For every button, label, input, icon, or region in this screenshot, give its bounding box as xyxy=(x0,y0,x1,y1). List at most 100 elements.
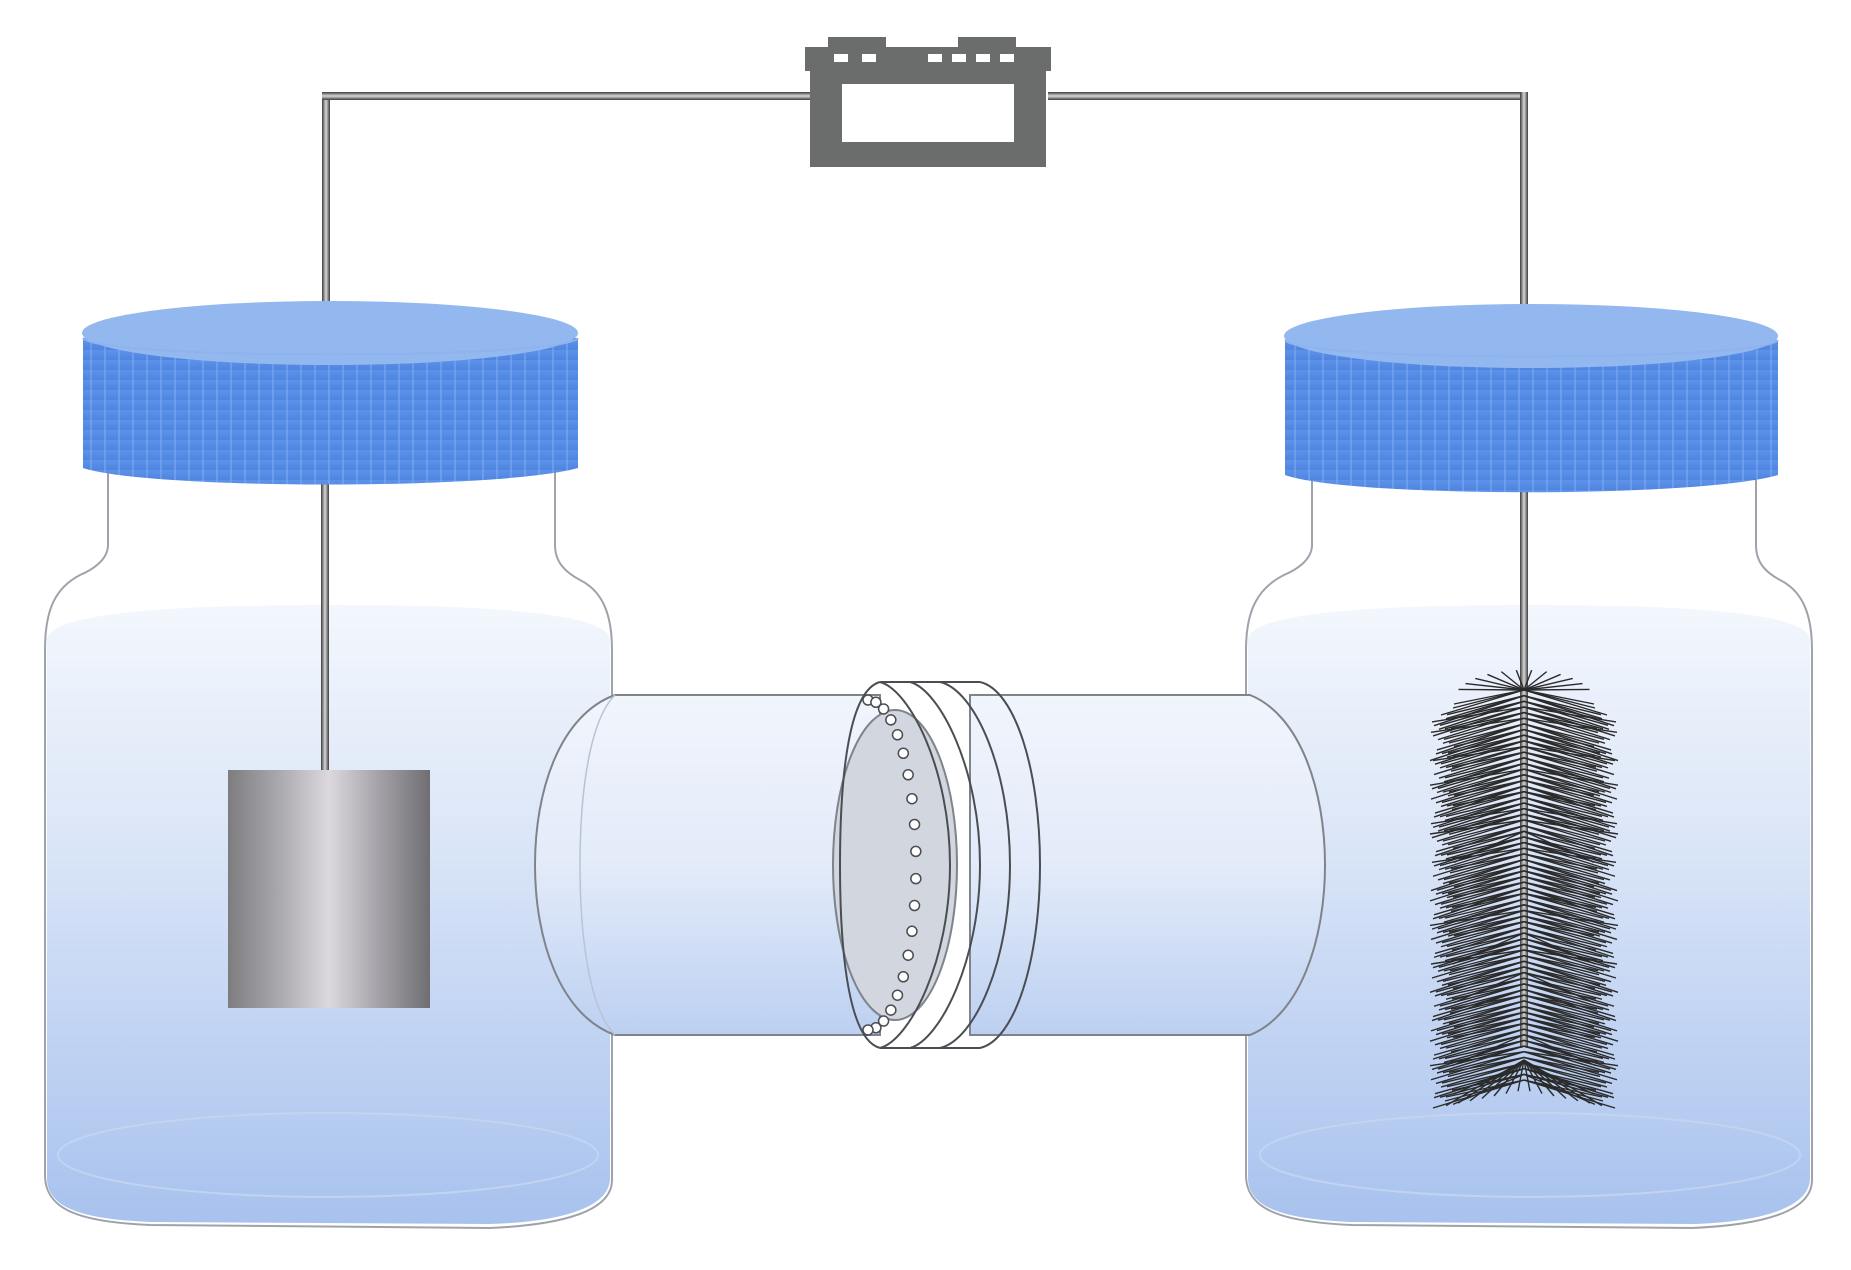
brush-bristle xyxy=(1523,881,1596,898)
brush-bristle xyxy=(1445,977,1525,1000)
brush-bristle xyxy=(1487,673,1525,691)
brush-bristle xyxy=(1439,1022,1525,1050)
brush-bristle xyxy=(1475,677,1525,691)
brush-bristle xyxy=(1435,864,1525,895)
bolt-hole xyxy=(885,714,897,726)
bolt-hole xyxy=(897,747,910,759)
brush-bristle xyxy=(1523,768,1606,793)
brush-bristle xyxy=(1451,841,1525,860)
brush-bristle xyxy=(1523,791,1597,811)
brush-bristle xyxy=(1523,1051,1606,1074)
brush-bristle xyxy=(1431,988,1525,1022)
brush-bristle xyxy=(1523,824,1614,857)
brush-bristle xyxy=(1523,1059,1555,1097)
brush-bristle xyxy=(1441,960,1525,986)
brush-bristle xyxy=(1523,1022,1609,1050)
brush-bristle xyxy=(1445,694,1525,720)
brush-bristle xyxy=(1432,887,1525,920)
brush-bristle xyxy=(1438,983,1525,1011)
brush-bristle xyxy=(1446,785,1525,807)
brush-bristle xyxy=(1523,700,1610,730)
brush-bristle xyxy=(1429,909,1525,927)
brush-bristle xyxy=(1523,892,1598,913)
brush-bristle xyxy=(1452,830,1525,849)
brush-bristle xyxy=(1435,1005,1525,1036)
brush-bristle xyxy=(1523,1045,1599,1063)
brush-bristle xyxy=(1437,943,1525,973)
brush-bristle xyxy=(1481,1059,1525,1099)
brush-bristle xyxy=(1442,717,1525,744)
carbon-brush-electrode xyxy=(1429,669,1619,1109)
bolt-hole xyxy=(908,899,921,912)
brush-bristle xyxy=(1436,1045,1525,1074)
brush-bristle xyxy=(1523,1011,1595,1028)
brush-bristle xyxy=(1523,943,1611,973)
brush-bristle xyxy=(1523,1059,1579,1102)
brush-bristle xyxy=(1434,824,1525,857)
brush-bristle xyxy=(1523,734,1602,758)
brush-bristle xyxy=(1523,954,1600,976)
brush-bristle xyxy=(1523,785,1602,807)
brush-bristle xyxy=(1493,1059,1525,1097)
brush-bristle xyxy=(1523,926,1602,948)
brush-bristle xyxy=(1523,966,1601,986)
brush-bristle xyxy=(1523,706,1604,730)
brush-bristle xyxy=(1441,1011,1525,1035)
external-circuit-wire xyxy=(322,92,1528,330)
brush-bristle xyxy=(1433,785,1525,818)
brush-bristle xyxy=(1437,802,1525,832)
bolt-hole xyxy=(877,1015,890,1027)
brush-bristle xyxy=(1448,1005,1525,1025)
bolt-hole xyxy=(897,971,910,983)
brush-bristle xyxy=(1451,1073,1525,1092)
brush-bristle xyxy=(1452,971,1525,990)
brush-bristle xyxy=(1523,847,1604,870)
tube-icon xyxy=(533,694,881,1036)
brush-bristle xyxy=(1523,909,1619,927)
brush-bristle xyxy=(1453,728,1525,748)
brush-bristle xyxy=(1442,858,1525,885)
brush-bristle xyxy=(1523,1005,1600,1025)
brush-bristle xyxy=(1441,819,1525,846)
brush-bristle xyxy=(1447,1056,1525,1078)
brush-bristle xyxy=(1523,1056,1601,1078)
anode-chamber xyxy=(44,301,613,1230)
brush-bristle xyxy=(1433,926,1525,959)
brush-bristle xyxy=(1430,808,1525,825)
brush-bristle xyxy=(1523,717,1618,733)
brush-bristle xyxy=(1515,669,1525,691)
flange-bolt-holes xyxy=(862,694,922,1036)
brush-bristle xyxy=(1523,864,1613,895)
membrane-flange-icon xyxy=(838,681,1042,1049)
brush-bristle xyxy=(1450,892,1525,913)
brush-bristle xyxy=(1446,1017,1525,1039)
brush-bristle xyxy=(1431,706,1525,723)
brush-bristle xyxy=(1439,881,1525,909)
bolt-hole xyxy=(906,792,918,805)
brush-bristle xyxy=(1523,881,1609,909)
brush-bristle xyxy=(1523,762,1599,783)
brush-bristle xyxy=(1450,751,1525,772)
brush-bristle xyxy=(1523,983,1597,1000)
membrane xyxy=(832,709,958,1021)
brush-bristle xyxy=(1447,915,1525,937)
brush-bristle xyxy=(1449,904,1525,923)
brush-bristle xyxy=(1457,1059,1525,1104)
brush-bristle xyxy=(1523,1039,1605,1064)
brush-bristle xyxy=(1440,921,1525,948)
brush-bristle xyxy=(1523,841,1597,860)
brush-bristle xyxy=(1450,802,1525,821)
brush-bristle xyxy=(1432,1028,1525,1060)
brush-bristle xyxy=(1438,841,1525,871)
brush-bristle xyxy=(1443,808,1525,832)
brush-bristle xyxy=(1523,757,1605,783)
brush-bristle xyxy=(1523,819,1607,846)
brush-bristle xyxy=(1449,762,1525,783)
brush-bristle xyxy=(1448,954,1525,976)
brush-bristle xyxy=(1523,1059,1567,1099)
brush-bristle xyxy=(1442,768,1525,793)
brush-bristle xyxy=(1440,779,1525,808)
brush-bristle xyxy=(1445,887,1525,909)
brush-bristle xyxy=(1523,1059,1603,1107)
brush-bristle xyxy=(1523,926,1615,959)
